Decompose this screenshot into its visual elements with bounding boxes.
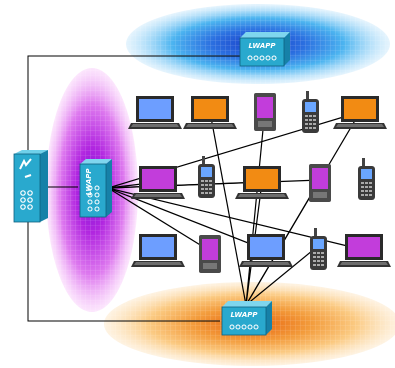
pda-icon [254, 93, 276, 131]
laptop-icon [128, 96, 182, 129]
phone-icon [302, 91, 319, 133]
access-point-top: LWAPP [239, 32, 290, 67]
laptop-icon [131, 166, 185, 199]
access-point-left: LWAPP [79, 159, 112, 218]
wireless-link-arrow [107, 187, 211, 252]
laptop-icon [239, 234, 293, 267]
laptop-icon [337, 234, 391, 267]
access-point-left-label: LWAPP [85, 168, 93, 196]
laptop-icon [183, 96, 237, 129]
wireless-link-arrow [207, 111, 247, 306]
access-point-bottom: LWAPP [221, 301, 272, 336]
wireless-link-arrow [245, 245, 319, 306]
laptop-icon [333, 96, 387, 129]
laptop-icon [131, 234, 185, 267]
phone-icon [310, 228, 327, 270]
phone-icon [358, 158, 375, 200]
wireless-link-arrow [245, 108, 268, 306]
access-point-top-label: LWAPP [248, 42, 276, 50]
phone-icon [198, 156, 215, 198]
wlan-controller-icon [13, 150, 48, 223]
wireless-links [107, 108, 365, 306]
pda-icon [199, 235, 221, 273]
wired-link-bottom [27, 206, 220, 322]
laptop-icon [235, 166, 289, 199]
access-point-bottom-label: LWAPP [230, 311, 258, 319]
wired-links [27, 55, 240, 322]
pda-icon [309, 164, 331, 202]
wired-link-top [27, 55, 240, 168]
client-devices [128, 91, 391, 273]
